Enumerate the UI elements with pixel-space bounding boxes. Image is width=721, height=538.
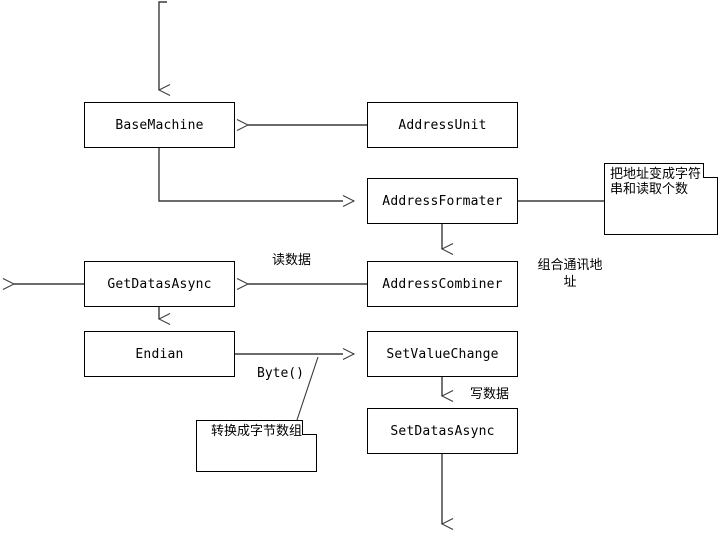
edge-label-combine-address: 组合通讯地址 (537, 258, 603, 290)
edge-label-write-data: 写数据 (470, 387, 510, 402)
node-get-datas-async[interactable]: GetDatasAsync (84, 261, 235, 307)
note-text: 转换成字节数组 (210, 424, 302, 439)
node-label: BaseMachine (115, 117, 204, 133)
node-set-value-change[interactable]: SetValueChange (367, 331, 518, 377)
node-label: AddressCombiner (382, 276, 503, 292)
note-address-description[interactable]: 把地址变成字符串和读取个数 (604, 162, 718, 235)
node-address-combiner[interactable]: AddressCombiner (367, 261, 518, 307)
edge-base-machine-to-address-formater (158, 148, 356, 207)
node-label: SetValueChange (386, 346, 499, 362)
edge-label-read-data: 读数据 (272, 253, 312, 268)
edge-label-byte-array: Byte() (257, 366, 304, 381)
note-byte-array-description[interactable]: 转换成字节数组 (196, 419, 317, 472)
node-label: AddressFormater (382, 193, 503, 209)
note-fold-icon (703, 162, 718, 178)
node-label: Endian (135, 346, 184, 362)
node-label: AddressUnit (398, 117, 487, 133)
node-address-unit[interactable]: AddressUnit (367, 102, 518, 148)
node-endian[interactable]: Endian (84, 331, 235, 377)
note-text: 把地址变成字符串和读取个数 (610, 167, 702, 198)
edge-entry-to-base-machine (157, 1, 171, 96)
note-fold-icon (302, 419, 317, 435)
node-base-machine[interactable]: BaseMachine (84, 102, 235, 148)
node-label: GetDatasAsync (107, 276, 212, 292)
node-label: SetDatasAsync (390, 423, 495, 439)
node-address-formater[interactable]: AddressFormater (367, 178, 518, 224)
node-set-datas-async[interactable]: SetDatasAsync (367, 408, 518, 454)
